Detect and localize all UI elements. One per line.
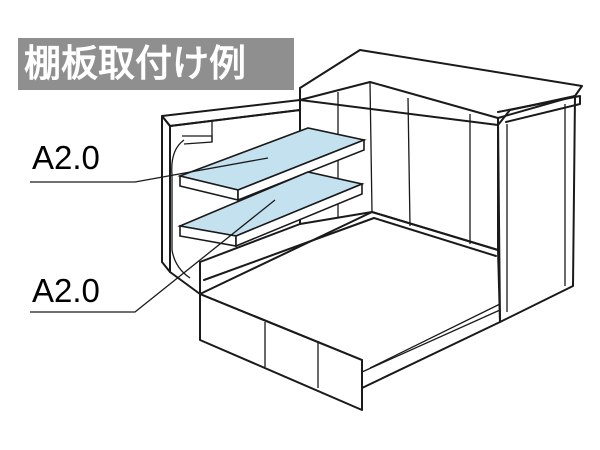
front-base (199, 293, 363, 411)
upper-shelf-label: A2.0 (32, 139, 100, 176)
upper-shelf (177, 127, 367, 202)
roof-slab (161, 49, 583, 127)
upper-shelf-leader (30, 157, 269, 183)
diagram-title-badge: 棚板取付け例 (18, 38, 294, 90)
lower-shelf-label: A2.0 (32, 272, 100, 309)
left-side-wall (161, 109, 301, 295)
right-side-wall (497, 95, 576, 323)
lower-shelf-leader (30, 199, 276, 313)
